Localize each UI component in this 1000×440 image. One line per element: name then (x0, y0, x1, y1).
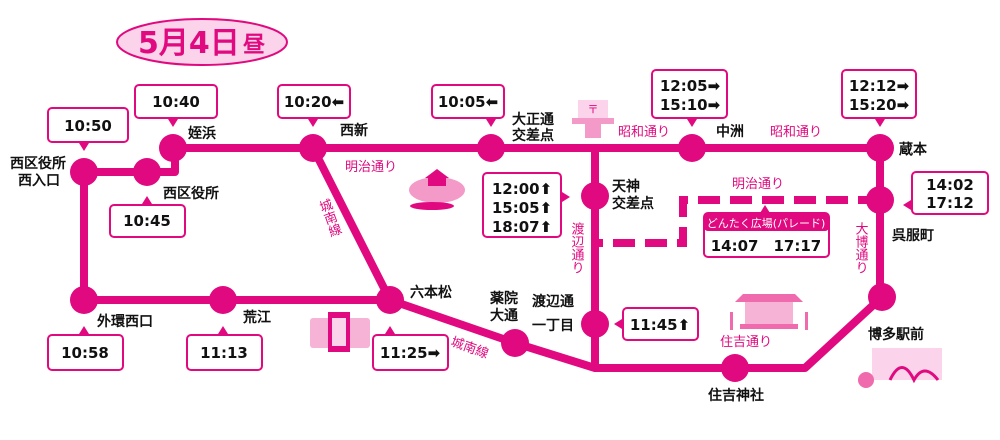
title-period: 昼 (243, 33, 266, 58)
node-nakasu (678, 134, 706, 162)
stop-nishikuyakusho: 西区役所 (163, 185, 219, 202)
node-hakata (868, 283, 896, 311)
callout-arae: 11:13 (186, 326, 263, 371)
node-nishikuyakusho-w (70, 158, 98, 186)
node-watanabe (581, 310, 609, 338)
road-meiji-2: 明治通り (732, 177, 784, 192)
label-text: 15:20➡ (849, 96, 910, 114)
callout-gaikan: 10:58 (47, 326, 124, 371)
stop-sumiyoshi: 住吉神社 (708, 387, 764, 404)
road-daihaku: 大博通り (853, 222, 869, 274)
label-text: 17:12 (926, 194, 974, 212)
node-tenjin (581, 182, 609, 210)
stop-nodes (70, 134, 896, 382)
label-text: 15:10➡ (660, 96, 721, 114)
callout-nakasu: 12:05➡15:10➡ (651, 69, 728, 127)
title-date: 5月4日 (138, 26, 240, 61)
road-showa-2: 昭和通り (770, 125, 822, 140)
hakata-station-icon (858, 348, 942, 388)
label-text: 10:45 (123, 212, 171, 230)
callout-nishikuyakusho: 10:45 (109, 196, 186, 238)
stop-yakuin-2: 大通 (490, 307, 518, 324)
stop-taisho-1: 大正通 (512, 111, 554, 128)
node-taisho (477, 134, 505, 162)
callout-watanabe: 11:45⬆ (614, 307, 699, 341)
label-text: 10:58 (61, 344, 109, 362)
label-text: 10:20⬅ (284, 93, 344, 111)
stop-meinohama: 姪浜 (188, 125, 216, 142)
time-callouts: 10:50 10:40 10:20⬅ 10:05⬅ 12:05➡15:10➡ 1… (47, 69, 989, 371)
node-kuramoto (866, 134, 894, 162)
callout-tenjin: 12:00⬆15:05⬆18:07⬆ (482, 172, 570, 238)
stop-ropponmatsu: 六本松 (410, 284, 452, 301)
label-text: 12:05➡ (660, 77, 721, 95)
label-text: 10:40 (152, 93, 200, 111)
node-ropponmatsu (376, 286, 404, 314)
callout-nishijin: 10:20⬅ (277, 84, 351, 127)
node-nishijin (299, 134, 327, 162)
node-yakuin (501, 329, 529, 357)
road-jonan-2: 城南線 (449, 334, 491, 362)
node-gaikan (70, 286, 98, 314)
label-text: 11:25➡ (380, 344, 441, 362)
dontaku-label: どんたく広場(パレード) (707, 217, 826, 230)
label-text: 11:45⬆ (630, 316, 690, 334)
school-building-icon (310, 312, 370, 352)
stop-gaikan: 外環西口 (97, 313, 153, 330)
stop-tenjin-2: 交差点 (612, 195, 654, 212)
callout-taisho: 10:05⬅ (431, 84, 505, 127)
label-text: 11:13 (200, 344, 248, 362)
stop-nishijin: 西新 (340, 122, 368, 139)
road-meiji-1: 明治通り (345, 160, 397, 175)
stop-yakuin-1: 薬院 (490, 290, 518, 307)
castle-garden-icon (409, 169, 465, 210)
stop-nishikuyakusho-w-2: 西入口 (18, 173, 60, 189)
stop-nishikuyakusho-w-1: 西区役所 (10, 155, 66, 172)
label-text: 14:02 (926, 176, 974, 194)
stop-arae: 荒江 (242, 309, 271, 326)
callout-dontaku: どんたく広場(パレード) 14:07 17:17 (703, 205, 830, 258)
stop-tenjin-1: 天神 (612, 178, 640, 195)
label-text: 15:05⬆ (492, 199, 552, 217)
road-sumiyoshi: 住吉通り (720, 335, 772, 350)
road-watanabe: 渡辺通り (569, 221, 585, 274)
road-showa-1: 昭和通り (618, 125, 670, 140)
callout-meinohama: 10:40 (134, 84, 218, 127)
stop-kuramoto: 蔵本 (899, 141, 928, 158)
label-text: 12:12➡ (849, 77, 910, 95)
node-arae (209, 286, 237, 314)
node-meinohama (159, 134, 187, 162)
dontaku-times: 14:07 17:17 (711, 237, 822, 255)
road-labels: 明治通り 明治通り 昭和通り 昭和通り 城南線 城南線 渡辺通り 大博通り 住吉… (315, 125, 868, 362)
node-nishikuyakusho (133, 158, 161, 186)
node-sumiyoshi (721, 354, 749, 382)
post-office-icon: 〒 (572, 100, 614, 138)
callout-kuramoto: 12:12➡15:20➡ (841, 69, 917, 127)
stop-taisho-2: 交差点 (512, 127, 554, 144)
stop-gofukumachi: 呉服町 (892, 228, 934, 244)
node-gofukumachi (866, 186, 894, 214)
label-text: 〒 (588, 103, 599, 116)
label-text: 18:07⬆ (492, 218, 552, 236)
title-badge: 5月4日 昼 (116, 18, 288, 66)
stop-nakasu: 中洲 (716, 123, 744, 140)
stop-watanabe-1: 渡辺通 (532, 293, 574, 310)
shrine-icon (730, 294, 808, 330)
stop-labels: 姪浜 西新 大正通 交差点 中洲 蔵本 西区役所 西入口 西区役所 天神 交差点… (10, 111, 934, 404)
callout-nishikuyakusho-w: 10:50 (47, 107, 129, 151)
stop-watanabe-2: 一丁目 (532, 318, 574, 334)
stop-hakata: 博多駅前 (868, 326, 924, 343)
callout-ropponmatsu: 11:25➡ (372, 326, 449, 371)
label-text: 12:00⬆ (492, 180, 552, 198)
label-text: 10:05⬅ (438, 93, 498, 111)
label-text: 10:50 (64, 117, 112, 135)
